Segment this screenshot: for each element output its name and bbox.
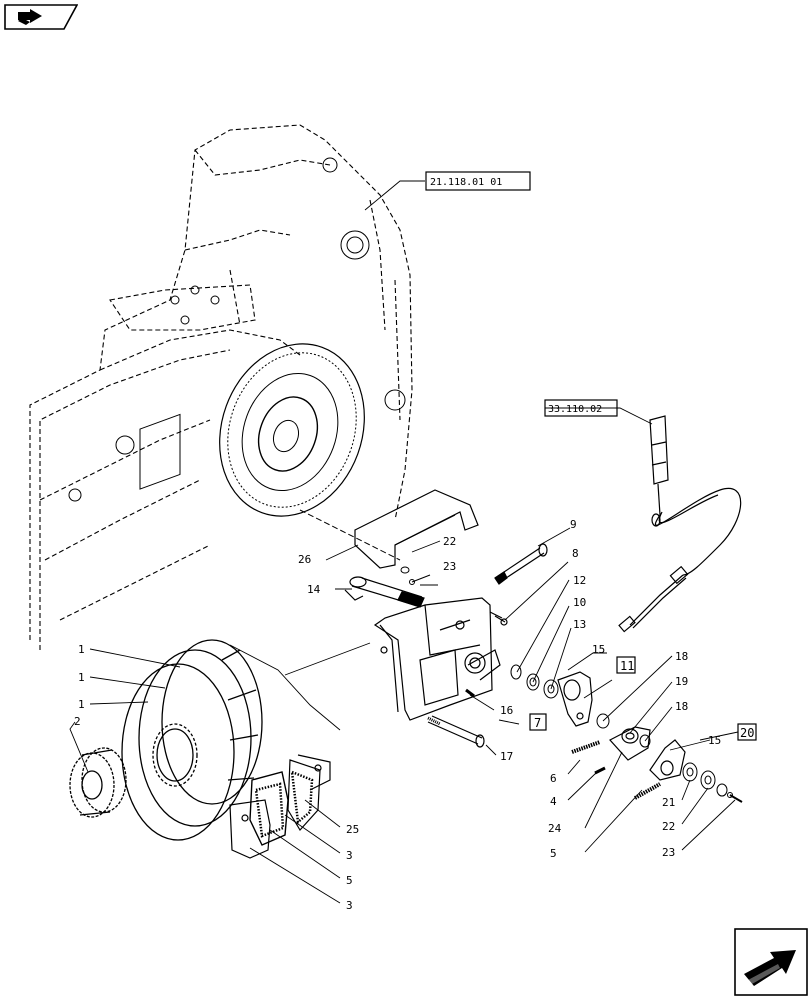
boxed-label-20-text: 20 [740, 726, 754, 740]
previous-page-button[interactable] [4, 4, 79, 30]
cable-assembly [618, 415, 742, 633]
callout-22-second: 22 [662, 820, 675, 833]
washer-part-15b [682, 762, 698, 782]
washer-part-10 [526, 673, 540, 691]
bolt-part-9 [494, 543, 548, 585]
callout-25: 25 [346, 823, 359, 836]
callout-17: 17 [500, 750, 513, 763]
bracket-part-26 [354, 489, 479, 569]
screw-part-23b [727, 792, 743, 803]
transmission-housing [29, 124, 413, 650]
callout-16: 16 [500, 704, 513, 717]
screw-part-23 [409, 574, 431, 585]
spring-part-5 [634, 782, 661, 800]
leader-lines [69, 180, 739, 904]
seal-part-12 [510, 664, 522, 680]
ring-part-18b [639, 734, 651, 748]
callout-3-second: 3 [346, 899, 353, 912]
callout-15-second: 15 [708, 734, 721, 747]
ring-part-18 [596, 713, 610, 729]
callout-13: 13 [573, 618, 586, 631]
callout-14: 14 [307, 583, 321, 596]
callout-23: 23 [443, 560, 456, 573]
lever-housing-part-7 [373, 597, 501, 721]
callout-26: 26 [298, 553, 311, 566]
washer-part-22 [400, 566, 410, 574]
spring-part-6 [571, 740, 601, 754]
boxed-label-7 [529, 713, 547, 731]
callout-10: 10 [573, 596, 586, 609]
callout-5-second: 5 [550, 847, 557, 860]
reference-box-cable [544, 399, 618, 417]
callout-21: 21 [662, 796, 675, 809]
boxed-label-7-text: 7 [534, 716, 541, 730]
washer-part-22b [716, 783, 728, 797]
bushing-part-13 [543, 679, 559, 699]
callout-18: 18 [675, 650, 688, 663]
callout-5: 5 [346, 874, 353, 887]
ring-gear [219, 343, 365, 517]
shaft-part-17 [427, 715, 485, 748]
callout-1-second: 1 [78, 671, 85, 684]
callout-2: 2 [74, 715, 81, 728]
reference-box-housing [425, 171, 531, 191]
callout-18-second: 18 [675, 700, 688, 713]
callout-23-second: 23 [662, 846, 675, 859]
screw-part-16 [465, 688, 475, 698]
callout-19: 19 [675, 675, 688, 688]
bolt-part-8 [489, 611, 508, 626]
friction-pad-assembly [229, 754, 331, 859]
gear-part-2 [69, 747, 127, 818]
pin-part-14 [344, 576, 425, 608]
callout-8: 8 [572, 547, 579, 560]
boxed-label-11 [616, 656, 636, 674]
lever-part-20 [649, 739, 686, 781]
clutch-disc-part-1 [121, 639, 263, 841]
next-page-button[interactable] [734, 928, 808, 996]
lever-part-11 [557, 671, 593, 727]
cam-part-19 [609, 726, 651, 761]
callout-9: 9 [570, 518, 577, 531]
boxed-label-11-text: 11 [620, 659, 634, 673]
callout-24: 24 [548, 822, 562, 835]
callout-4: 4 [550, 795, 557, 808]
boxed-label-20 [737, 723, 757, 741]
forward-arrow-icon [734, 928, 808, 996]
callout-22: 22 [443, 535, 456, 548]
callout-3-first: 3 [346, 849, 353, 862]
callout-1-third: 1 [78, 698, 85, 711]
washer-part-21 [700, 770, 716, 790]
callout-15: 15 [592, 643, 605, 656]
callout-1-first: 1 [78, 643, 85, 656]
cable-reference-label: 33.110.02 [548, 404, 602, 415]
callout-12: 12 [573, 574, 586, 587]
housing-reference-label: 21.118.01 01 [430, 177, 502, 188]
back-arrow-icon [4, 4, 79, 30]
callout-6: 6 [550, 772, 557, 785]
